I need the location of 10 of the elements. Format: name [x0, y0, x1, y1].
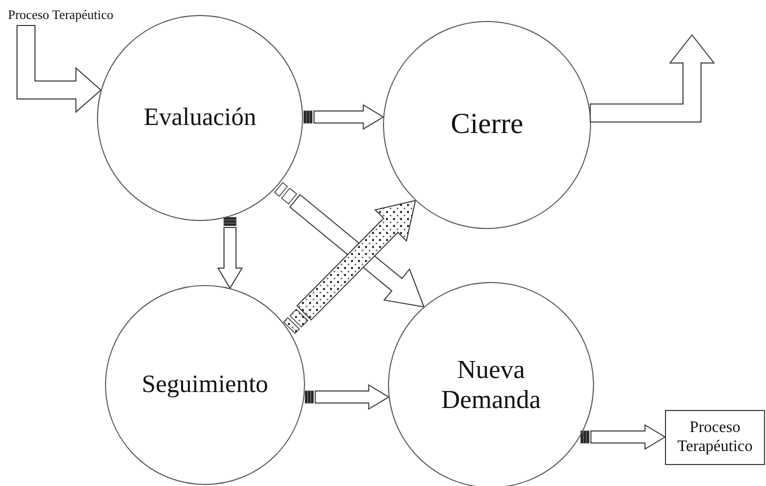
stage-label: Evaluación	[144, 104, 256, 132]
stage-label: Proceso Terapéutico	[676, 419, 754, 456]
stage-circle	[383, 21, 591, 229]
stage-label: Cierre	[450, 108, 524, 142]
stage-label: Nueva Demanda	[440, 355, 542, 415]
process-box	[665, 410, 765, 465]
stage-circle	[388, 282, 594, 486]
stage-circle	[105, 285, 305, 485]
stage-label: Seguimiento	[142, 370, 268, 400]
start-text: Proceso Terapéutico	[8, 8, 114, 22]
